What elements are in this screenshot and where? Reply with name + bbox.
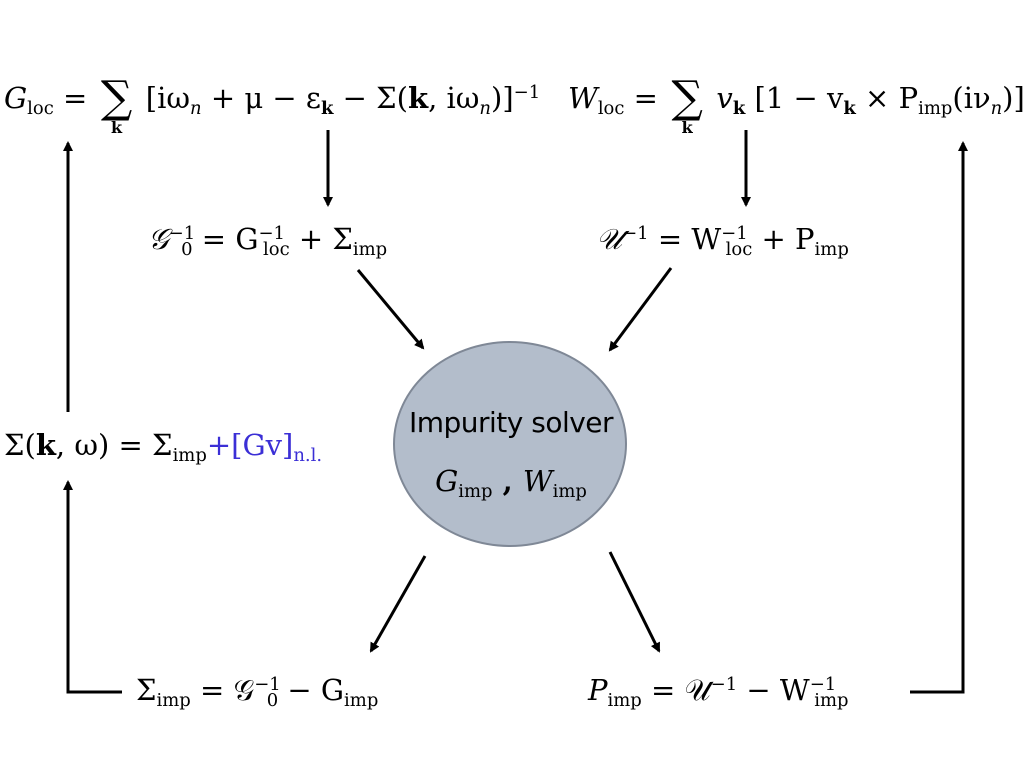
arrow-solver-to-sigmaimp (369, 555, 427, 653)
arrow-u-to-solver (608, 267, 673, 352)
sum-operator: ∑k (671, 72, 703, 137)
nonlocal-term: +[Gv]n.l. (206, 428, 323, 466)
arrow-sigmaimp-to-sigmakw (63, 480, 122, 694)
impurity-solver-ellipse (393, 341, 627, 547)
g-loc-equation: Gloc = ∑k [iωn + μ − εk − Σ(k, iωn)]−1 (4, 72, 541, 137)
impurity-solver-title: Impurity solver (408, 406, 614, 439)
u-inverse-equation: 𝒰−1 = W−1loc + Pimp (596, 222, 849, 260)
g0-inverse-equation: 𝒢−10 = G−1loc + Σimp (148, 222, 388, 260)
w-loc-equation: Wloc = ∑k vk [1 − vk × Pimp(iνn)]−1 (568, 72, 1024, 137)
arrow-g0-to-solver (356, 269, 425, 350)
arrow-solver-to-pimp (608, 551, 661, 653)
sigma-k-omega-equation: Σ(k, ω) = Σimp+[Gv]n.l. (4, 428, 323, 466)
p-imp-equation: Pimp = 𝒰−1 − W−1imp (588, 673, 849, 711)
impurity-solver-outputs: Gimp , Wimp (435, 464, 587, 502)
sigma-imp-equation: Σimp = 𝒢−10 − Gimp (136, 673, 379, 711)
sum-operator: ∑k (100, 72, 133, 137)
arrow-pimp-to-wloc (910, 141, 968, 694)
